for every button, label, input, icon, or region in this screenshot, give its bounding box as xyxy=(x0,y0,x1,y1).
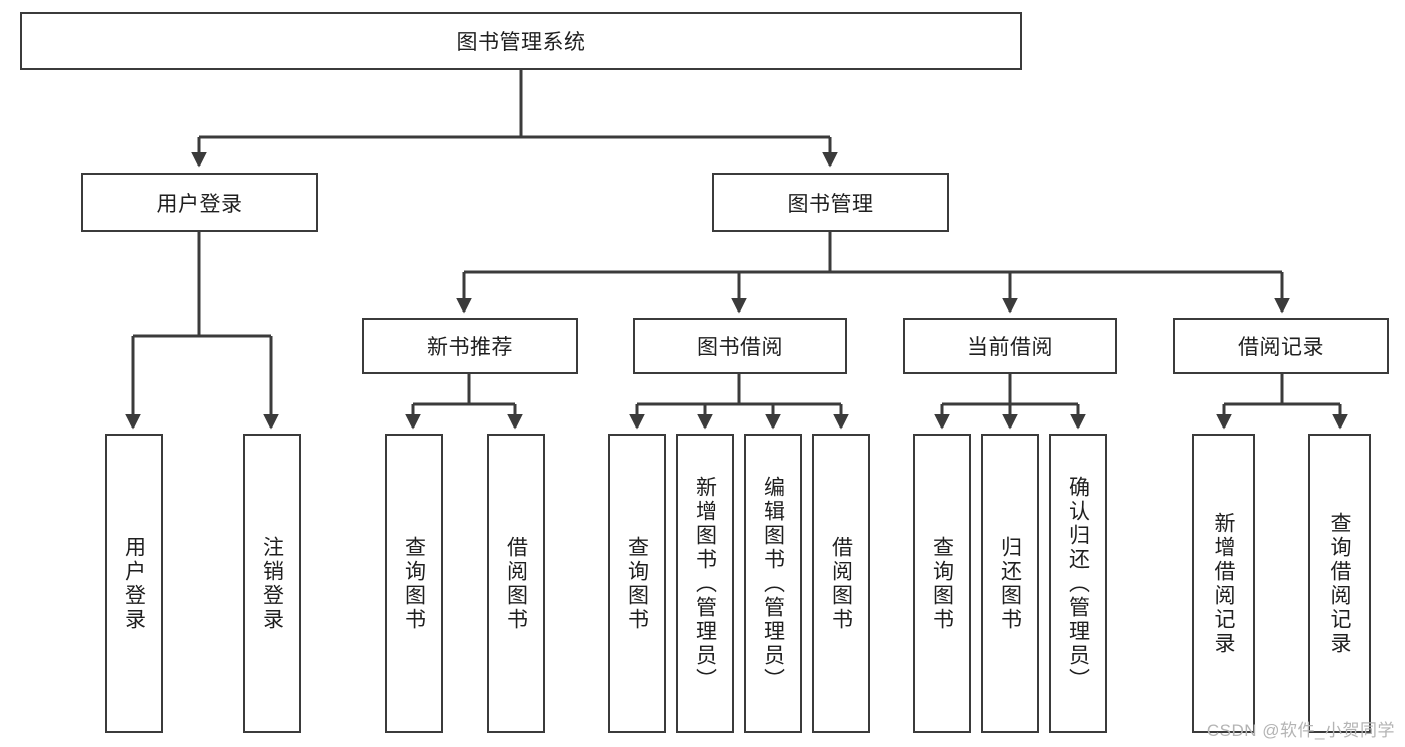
node-leaf-add-borrow-record[interactable]: 新增借阅记录 xyxy=(1192,434,1255,733)
node-new-book-recommend[interactable]: 新书推荐 xyxy=(362,318,578,374)
node-leaf-add-book-admin-label: 新增图书（管理员） xyxy=(693,475,717,692)
node-current-borrow[interactable]: 当前借阅 xyxy=(903,318,1117,374)
edges-bookmgmt-to-level3 xyxy=(456,232,1290,314)
node-leaf-user-login-label: 用户登录 xyxy=(122,535,146,632)
node-leaf-borrow-book-label: 借阅图书 xyxy=(829,535,853,632)
node-current-borrow-label: 当前借阅 xyxy=(967,336,1053,359)
edges-current-to-leaves xyxy=(934,374,1086,430)
node-leaf-user-login[interactable]: 用户登录 xyxy=(105,434,163,733)
edges-userlogin-to-leaves xyxy=(125,232,279,430)
node-borrow-record[interactable]: 借阅记录 xyxy=(1173,318,1389,374)
node-leaf-add-book-admin[interactable]: 新增图书（管理员） xyxy=(676,434,734,733)
node-leaf-query-book-current[interactable]: 查询图书 xyxy=(913,434,971,733)
node-leaf-query-book-rec[interactable]: 查询图书 xyxy=(385,434,443,733)
edges-record-to-leaves xyxy=(1216,374,1348,430)
node-book-management-label: 图书管理 xyxy=(787,192,874,216)
node-user-login-label: 用户登录 xyxy=(156,192,243,216)
node-leaf-return-book-label: 归还图书 xyxy=(998,535,1022,632)
node-leaf-return-book[interactable]: 归还图书 xyxy=(981,434,1039,733)
node-book-borrow-label: 图书借阅 xyxy=(697,336,783,359)
node-leaf-confirm-return-admin[interactable]: 确认归还（管理员） xyxy=(1049,434,1107,733)
node-leaf-borrow-book[interactable]: 借阅图书 xyxy=(812,434,870,733)
node-leaf-borrow-book-rec-label: 借阅图书 xyxy=(504,535,528,632)
node-leaf-query-book-borrow-label: 查询图书 xyxy=(625,535,649,632)
node-root-system-label: 图书管理系统 xyxy=(456,31,586,54)
node-root-system[interactable]: 图书管理系统 xyxy=(20,12,1022,70)
node-leaf-edit-book-admin[interactable]: 编辑图书（管理员） xyxy=(744,434,802,733)
node-leaf-query-borrow-record[interactable]: 查询借阅记录 xyxy=(1308,434,1371,733)
node-leaf-logout[interactable]: 注销登录 xyxy=(243,434,301,733)
node-book-management[interactable]: 图书管理 xyxy=(712,173,949,232)
node-book-borrow[interactable]: 图书借阅 xyxy=(633,318,847,374)
node-leaf-borrow-book-rec[interactable]: 借阅图书 xyxy=(487,434,545,733)
edges-newbook-to-leaves xyxy=(405,374,523,430)
node-leaf-query-borrow-record-label: 查询借阅记录 xyxy=(1328,511,1351,656)
node-new-book-recommend-label: 新书推荐 xyxy=(427,336,513,359)
node-leaf-query-book-borrow[interactable]: 查询图书 xyxy=(608,434,666,733)
node-leaf-confirm-return-admin-label: 确认归还（管理员） xyxy=(1066,475,1090,692)
node-leaf-logout-label: 注销登录 xyxy=(260,535,284,632)
edges-borrow-to-leaves xyxy=(629,374,849,430)
node-leaf-query-book-current-label: 查询图书 xyxy=(930,535,954,632)
node-user-login[interactable]: 用户登录 xyxy=(81,173,318,232)
node-leaf-edit-book-admin-label: 编辑图书（管理员） xyxy=(761,475,785,692)
node-leaf-add-borrow-record-label: 新增借阅记录 xyxy=(1212,511,1235,656)
node-leaf-query-book-rec-label: 查询图书 xyxy=(402,535,426,632)
edges-root-to-level2 xyxy=(191,70,838,168)
node-borrow-record-label: 借阅记录 xyxy=(1238,336,1324,359)
